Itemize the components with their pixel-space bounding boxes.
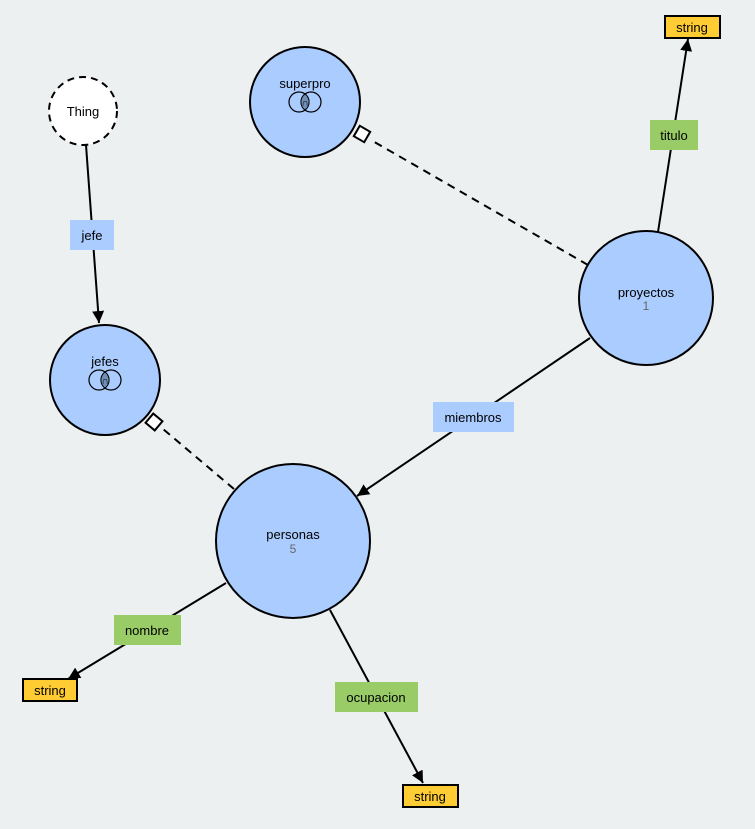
subclass-diamond-superpro bbox=[352, 124, 372, 144]
datatype-string-ocupacion[interactable]: string bbox=[402, 784, 459, 808]
subclass-diamond-jefes bbox=[144, 412, 164, 432]
datatype-string-titulo-label: string bbox=[676, 20, 708, 35]
property-ocupacion-label: ocupacion bbox=[346, 690, 405, 705]
property-nombre-label: nombre bbox=[125, 623, 169, 638]
datatype-string-titulo[interactable]: string bbox=[664, 15, 721, 39]
node-proyectos-count: 1 bbox=[643, 299, 650, 313]
node-thing-label: Thing bbox=[67, 104, 100, 119]
property-jefe[interactable]: jefe bbox=[70, 220, 114, 250]
node-proyectos-label: proyectos bbox=[618, 285, 675, 300]
intersection-symbol: ∩ bbox=[101, 376, 108, 387]
datatype-string-ocupacion-label: string bbox=[414, 789, 446, 804]
datatype-string-nombre[interactable]: string bbox=[22, 678, 78, 702]
intersection-symbol: ∩ bbox=[301, 98, 308, 109]
node-personas[interactable]: personas 5 bbox=[215, 463, 371, 619]
node-proyectos[interactable]: proyectos 1 bbox=[578, 230, 714, 366]
node-superpro[interactable]: superpro ∩ bbox=[249, 46, 361, 158]
node-personas-count: 5 bbox=[290, 542, 297, 556]
property-miembros-label: miembros bbox=[444, 410, 502, 425]
property-titulo[interactable]: titulo bbox=[650, 120, 698, 150]
intersection-icon: ∩ bbox=[88, 369, 122, 391]
property-miembros[interactable]: miembros bbox=[433, 402, 514, 432]
node-personas-label: personas bbox=[266, 527, 320, 542]
node-jefes-label: jefes bbox=[90, 354, 119, 369]
node-thing[interactable]: Thing bbox=[48, 76, 118, 146]
edge-subclass-personas-jefes bbox=[162, 428, 235, 490]
node-superpro-label: superpro bbox=[279, 76, 330, 91]
property-ocupacion[interactable]: ocupacion bbox=[335, 682, 418, 712]
property-nombre[interactable]: nombre bbox=[114, 615, 181, 645]
intersection-icon: ∩ bbox=[288, 91, 322, 113]
edge-subclass-proyectos-superpro bbox=[370, 139, 589, 266]
property-jefe-label: jefe bbox=[81, 228, 103, 243]
node-jefes[interactable]: jefes ∩ bbox=[49, 324, 161, 436]
datatype-string-nombre-label: string bbox=[34, 683, 66, 698]
property-titulo-label: titulo bbox=[660, 128, 687, 143]
